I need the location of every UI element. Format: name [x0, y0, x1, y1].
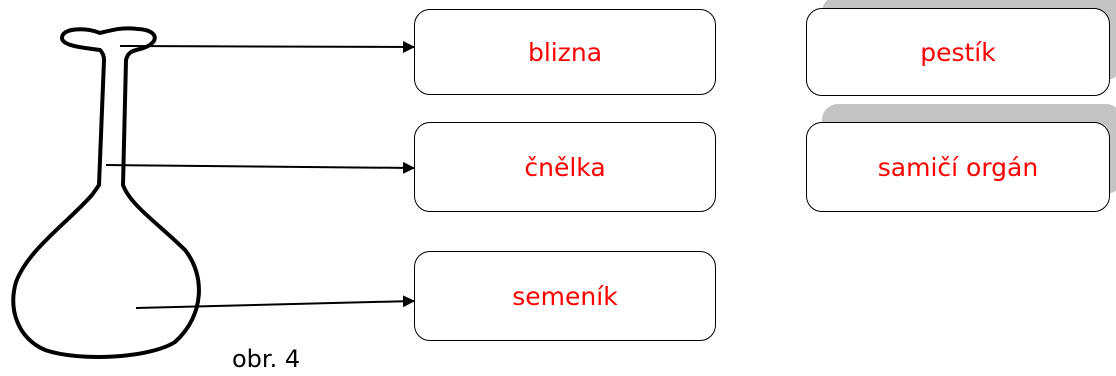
label-box-samici-organ: samičí orgán — [806, 122, 1110, 212]
pistil-drawing — [11, 26, 201, 359]
label-samici-organ: samičí orgán — [877, 152, 1039, 182]
label-blizna: blizna — [527, 37, 603, 67]
label-box-pestik: pestík — [806, 8, 1110, 96]
label-cnelka: čnělka — [524, 152, 606, 182]
arrow-cnelka — [105, 161, 415, 174]
figure-caption: obr. 4 — [232, 345, 301, 373]
label-box-cnelka: čnělka — [414, 122, 716, 212]
arrow-blizna — [119, 40, 415, 53]
arrow-semenik — [135, 295, 415, 309]
label-box-semenik: semeník — [414, 251, 716, 341]
label-semenik: semeník — [512, 281, 618, 311]
label-pestik: pestík — [920, 37, 996, 67]
label-box-blizna: blizna — [414, 9, 716, 95]
